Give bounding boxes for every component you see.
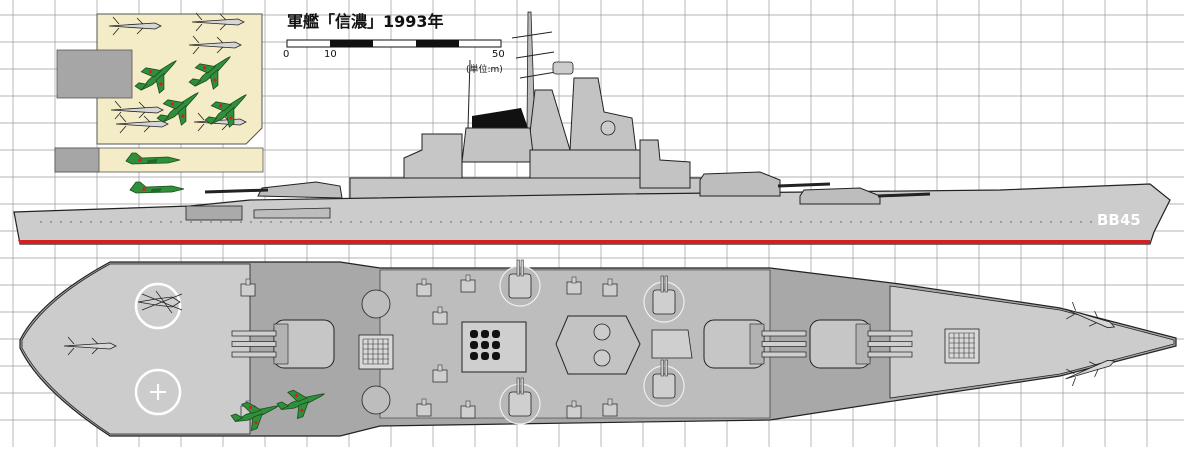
side-profile	[13, 11, 1171, 245]
scale-unit-label: (単位:m)	[466, 65, 503, 75]
hull-number: BB45	[1097, 211, 1141, 229]
scale-label-10: 10	[324, 49, 337, 60]
drawing-title: 軍艦「信濃」1993年	[287, 12, 444, 31]
aircraft-inset-panel	[54, 12, 264, 194]
scale-bar	[286, 39, 502, 48]
scale-label-50: 50	[492, 49, 505, 60]
jet-side-view-lower	[129, 181, 185, 194]
top-view	[19, 259, 1177, 437]
scale-label-0: 0	[283, 49, 290, 60]
